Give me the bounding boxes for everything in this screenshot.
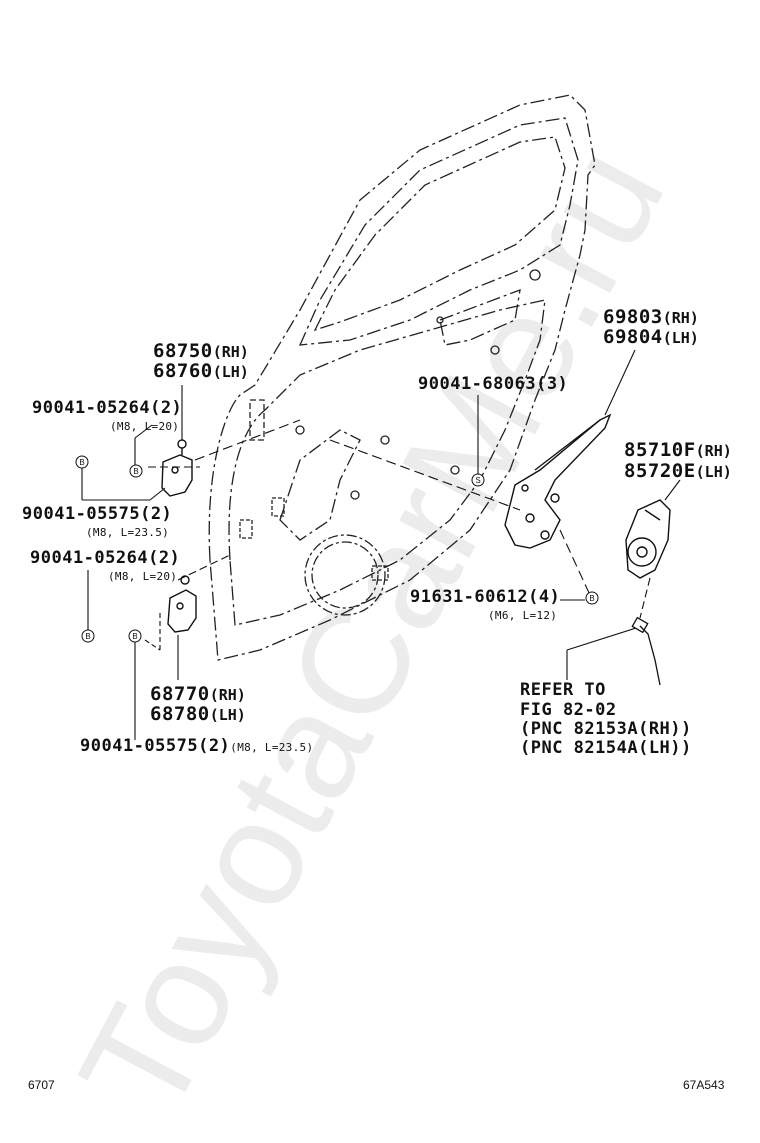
refer-line-4: (PNC 82154A(LH)) xyxy=(520,738,692,758)
bolt-motor-spec: (M6, L=12) xyxy=(488,609,558,622)
refer-line-2: FIG 82-02 xyxy=(520,700,617,720)
parts-diagram: B B B B S B xyxy=(75,94,681,740)
window-regulator xyxy=(504,413,612,549)
marker-b-2: B xyxy=(133,467,138,476)
inner-panel xyxy=(228,299,546,626)
refer-line-3: (PNC 82153A(RH)) xyxy=(520,719,692,739)
figure-id: 67A543 xyxy=(683,1078,725,1092)
door-check-lower xyxy=(167,575,197,633)
side-suffix: (LH) xyxy=(695,463,732,481)
side-suffix: (LH) xyxy=(662,329,699,347)
side-suffix: (RH) xyxy=(212,343,249,361)
part-number: 68780 xyxy=(150,703,210,725)
marker-s-1: S xyxy=(475,476,480,485)
page-number: 6707 xyxy=(28,1078,55,1092)
part-number: 69803 xyxy=(603,306,663,328)
marker-b-4: B xyxy=(132,632,137,641)
bolt-lower-a-spec: (M8, L=20) xyxy=(108,570,178,583)
side-suffix: (LH) xyxy=(209,706,246,724)
side-suffix: (RH) xyxy=(662,309,699,327)
side-suffix: (LH) xyxy=(212,363,249,381)
side-suffix: (RH) xyxy=(209,686,246,704)
window-motor xyxy=(625,499,671,579)
bolt-upper-b-code: 90041-05575(2) xyxy=(22,504,173,524)
part-number: 85710F xyxy=(624,439,696,461)
refer-line-1: REFER TO xyxy=(520,680,606,700)
door-check-upper-lh-label: 68760(LH) xyxy=(153,362,249,381)
bolt-upper-b-spec: (M8, L=23.5) xyxy=(86,526,170,539)
marker-b-1: B xyxy=(79,458,84,467)
side-suffix: (RH) xyxy=(695,442,732,460)
part-number: 68750 xyxy=(153,340,213,362)
bolt-lower-a-code: 90041-05264(2) xyxy=(30,548,181,568)
marker-circles xyxy=(75,455,599,643)
motor-lh-label: 85720E(LH) xyxy=(624,462,732,481)
bolt-upper-a-code: 90041-05264(2) xyxy=(32,398,183,418)
marker-b-3: B xyxy=(85,632,90,641)
bolt-lower-b-label: 90041-05575(2)(M8, L=23.5) xyxy=(80,738,313,755)
door-check-upper-rh-label: 68750(RH) xyxy=(153,342,249,361)
speaker-opening xyxy=(304,534,386,616)
marker-b-5: B xyxy=(589,594,594,603)
part-number: 85720E xyxy=(624,460,696,482)
part-number: 68760 xyxy=(153,360,213,382)
wire-harness xyxy=(631,616,661,686)
bolt-regulator-code: 90041-68063(3) xyxy=(418,374,569,394)
regulator-rh-label: 69803(RH) xyxy=(603,308,699,327)
door-check-lower-lh-label: 68780(LH) xyxy=(150,705,246,724)
motor-rh-label: 85710F(RH) xyxy=(624,441,732,460)
door-outline xyxy=(208,94,596,661)
window-frame xyxy=(298,117,579,346)
door-check-lower-rh-label: 68770(RH) xyxy=(150,685,246,704)
part-number: 68770 xyxy=(150,683,210,705)
bolt-motor-code: 91631-60612(4) xyxy=(410,587,561,607)
bolt-lower-b-spec: (M8, L=23.5) xyxy=(230,741,314,754)
bolt-upper-a-spec: (M8, L=20) xyxy=(110,420,180,433)
door-check-upper xyxy=(161,439,193,497)
bolt-lower-b-code: 90041-05575(2) xyxy=(80,736,231,756)
regulator-lh-label: 69804(LH) xyxy=(603,328,699,347)
part-number: 69804 xyxy=(603,326,663,348)
